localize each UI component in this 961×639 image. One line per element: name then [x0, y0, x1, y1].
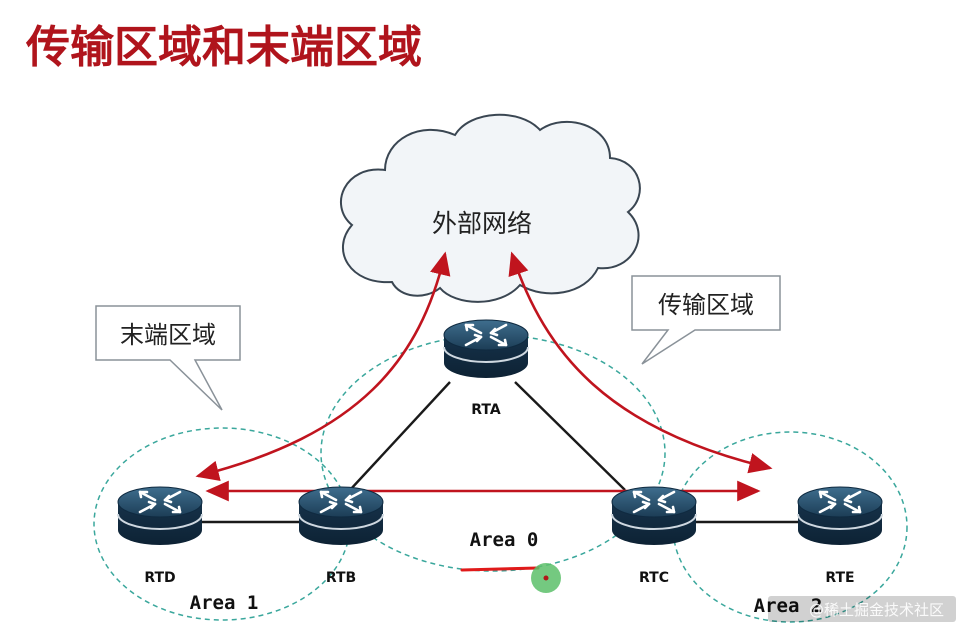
router-rte — [796, 485, 884, 547]
router-rta-label: RTA — [471, 402, 501, 418]
router-rtb — [297, 485, 385, 547]
arrow-cloud-rte — [508, 251, 773, 474]
router-rta — [442, 318, 530, 380]
annotation-underline — [460, 566, 540, 572]
router-icon — [610, 485, 698, 547]
router-icon — [796, 485, 884, 547]
router-rtd — [116, 485, 204, 547]
router-rtb-label: RTB — [326, 570, 356, 586]
watermark: @稀土掘金技术社区 — [809, 601, 944, 619]
callout-stub-label: 末端区域 — [120, 321, 216, 349]
area-2-label: Area 2 — [754, 595, 823, 617]
router-rtc — [610, 485, 698, 547]
cloud-label: 外部网络 — [432, 209, 532, 238]
watermark-backdrop — [768, 596, 956, 622]
callout-transit-label: 传输区域 — [658, 291, 754, 319]
router-rtc-label: RTC — [639, 570, 669, 586]
page-title: 传输区域和末端区域 — [25, 22, 422, 73]
router-icon — [297, 485, 385, 547]
cursor-dot-center — [543, 575, 549, 581]
router-icon — [116, 485, 204, 547]
router-rte-label: RTE — [825, 570, 854, 586]
area-1-label: Area 1 — [190, 592, 259, 614]
callout-transit — [631, 275, 781, 365]
arrow-cloud-rtd — [195, 251, 451, 481]
area-0-label: Area 0 — [470, 529, 539, 551]
router-icon — [442, 318, 530, 380]
router-rtd-label: RTD — [144, 570, 175, 586]
